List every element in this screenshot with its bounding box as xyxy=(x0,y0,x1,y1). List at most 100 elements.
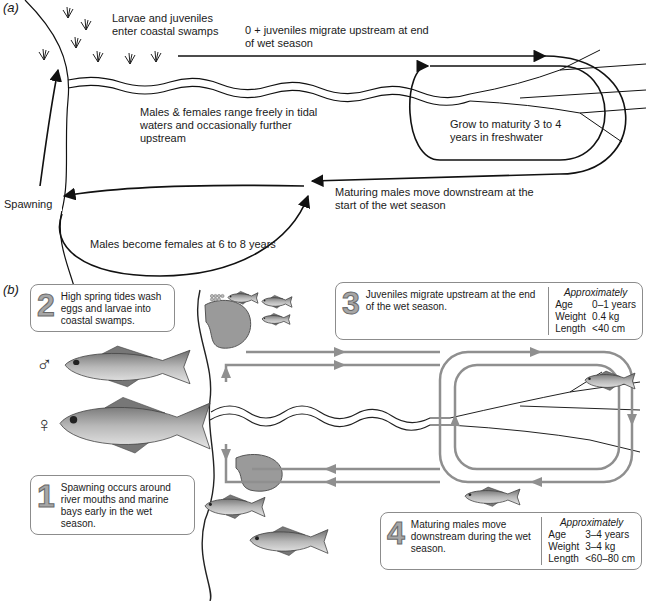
track-arrowhead xyxy=(450,414,460,426)
table-cell: 3–4 years xyxy=(585,529,635,541)
callout-box: 4Maturing males move downstream during t… xyxy=(380,512,642,570)
fish-body xyxy=(65,350,190,383)
fish-eye xyxy=(469,494,472,497)
river-bank xyxy=(210,414,450,430)
callout-number: 3 xyxy=(342,287,360,319)
fish-body xyxy=(465,489,520,505)
fish-eye xyxy=(255,536,259,540)
callout-text: Juveniles migrate upstream at the end of… xyxy=(366,287,542,313)
marsh-grass xyxy=(81,19,91,30)
table-heading: Approximately xyxy=(548,517,635,529)
river-branch xyxy=(470,101,646,113)
stage-note: Grow to maturity 3 to 4 years in freshwa… xyxy=(450,118,562,144)
table-cell: 0–1 years xyxy=(592,299,636,311)
track-arrowhead xyxy=(334,347,346,357)
egg-cluster xyxy=(217,294,220,297)
barramundi-fish xyxy=(65,346,190,387)
coastline xyxy=(25,0,75,290)
river-branch xyxy=(520,90,646,98)
fish-eye xyxy=(264,317,265,319)
barramundi-fish xyxy=(228,291,258,304)
migration-arrow xyxy=(178,55,545,57)
table-cell: <40 cm xyxy=(592,323,636,335)
fish-eye xyxy=(230,296,232,298)
migration-track xyxy=(252,468,440,471)
marsh-grass xyxy=(125,53,135,64)
table-cell: <60–80 cm xyxy=(585,553,635,565)
stage-note: Spawning xyxy=(2,198,62,211)
track-arrowhead xyxy=(627,414,637,426)
panel-letter: (b) xyxy=(3,283,33,296)
migration-arrow xyxy=(40,70,58,186)
migration-track xyxy=(226,365,440,382)
fish-body xyxy=(250,530,328,554)
fish-body xyxy=(60,403,210,449)
maturity-loop xyxy=(410,66,605,160)
callout-text: High spring tides wash eggs and larvae i… xyxy=(61,289,168,327)
table-cell: 0.4 kg xyxy=(592,311,636,323)
marsh-grass xyxy=(71,37,81,48)
panel-letter: (a) xyxy=(3,1,33,14)
river-branch xyxy=(520,406,640,410)
fish-eye xyxy=(70,416,78,423)
migration-arrow xyxy=(59,196,308,276)
table-cell: Length xyxy=(548,553,579,565)
barramundi-fish xyxy=(205,495,265,519)
barramundi-fish xyxy=(250,527,328,556)
fish-body xyxy=(205,497,265,516)
fish-eye xyxy=(209,503,212,506)
marsh-grass xyxy=(151,51,161,62)
stage-note: Males become females at 6 to 8 years xyxy=(90,238,290,251)
table-cell: Weight xyxy=(555,311,586,323)
river-bank xyxy=(211,406,450,423)
track-arrowhead xyxy=(334,360,346,370)
track-arrowhead xyxy=(324,464,336,474)
marsh-grass xyxy=(93,51,103,62)
stage-note: Males & females range freely in tidal wa… xyxy=(140,106,340,145)
migration-arrow xyxy=(64,185,304,196)
egg-cluster xyxy=(214,294,217,297)
track-arrowhead xyxy=(221,366,231,378)
barramundi-fish xyxy=(262,313,290,325)
swamp xyxy=(236,454,282,491)
track-arrowhead xyxy=(221,449,231,461)
migration-track xyxy=(226,444,440,482)
callout-text: Maturing males move downstream during th… xyxy=(411,517,535,555)
callout-text: Spawning occurs around river mouths and … xyxy=(61,480,188,530)
fish-eye xyxy=(588,378,591,381)
stage-note: 0 + juveniles migrate upstream at end of… xyxy=(245,24,430,50)
callout-box: 3Juveniles migrate upstream at the end o… xyxy=(335,282,643,340)
sex-symbol: ♀ xyxy=(36,413,62,437)
table-cell: Age xyxy=(548,529,579,541)
callout-box: 1Spawning occurs around river mouths and… xyxy=(30,475,195,535)
track-arrowhead xyxy=(530,477,542,487)
barramundi-fish xyxy=(262,295,292,308)
table-cell: Weight xyxy=(548,541,579,553)
fish-body xyxy=(262,297,292,308)
fish-body xyxy=(585,373,635,389)
table-cell: Age xyxy=(555,299,586,311)
table-heading: Approximately xyxy=(555,287,636,299)
barramundi-fish xyxy=(585,371,635,390)
river-branch xyxy=(450,425,640,452)
table-cell: Length xyxy=(555,323,586,335)
marsh-grass xyxy=(63,7,73,18)
swamp xyxy=(205,300,251,348)
marsh-grass xyxy=(39,49,49,60)
migration-arrow xyxy=(312,56,626,181)
fish-body xyxy=(262,315,290,325)
fish-eye xyxy=(264,300,266,302)
migration-track xyxy=(440,352,632,482)
egg-cluster xyxy=(214,298,217,301)
callout-number: 4 xyxy=(387,517,405,549)
egg-cluster xyxy=(217,298,220,301)
track-arrowhead xyxy=(324,477,336,487)
sex-symbol: ♂ xyxy=(36,353,62,377)
egg-cluster xyxy=(210,298,213,301)
barramundi-fish xyxy=(465,487,520,506)
stage-note: Larvae and juveniles enter coastal swamp… xyxy=(112,12,234,38)
track-arrowhead xyxy=(530,347,542,357)
fish-body xyxy=(228,293,258,304)
callout-number: 2 xyxy=(37,289,55,321)
